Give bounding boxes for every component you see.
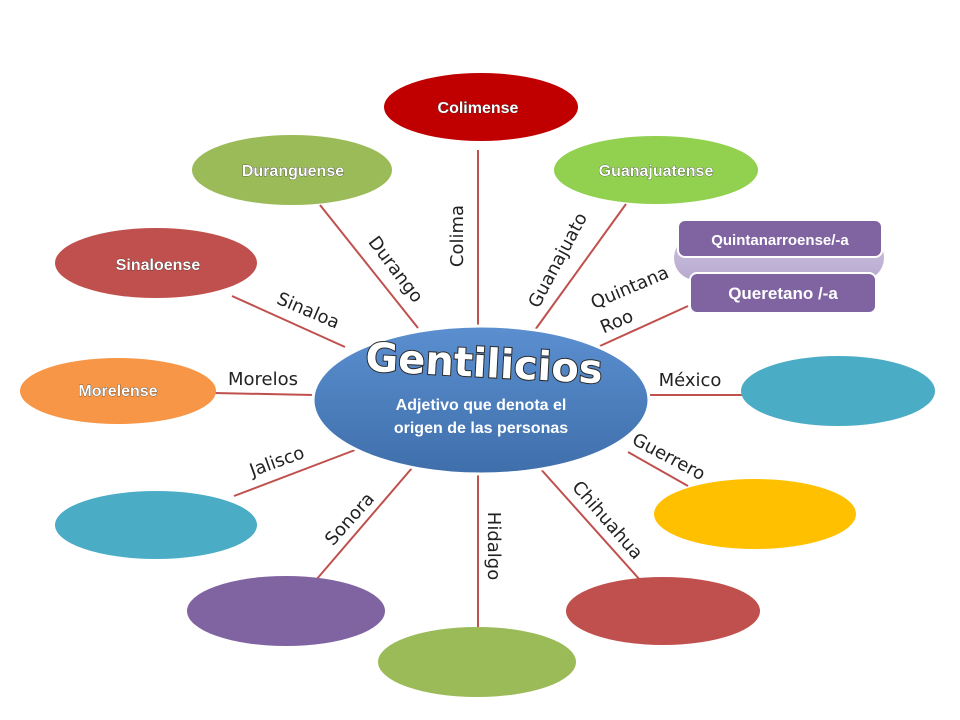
connector-chihuahua	[537, 465, 641, 581]
state-label-colima: Colima	[447, 205, 468, 267]
center-shape	[311, 324, 651, 476]
connectors	[213, 150, 742, 628]
gentilicio-morelos: Morelense	[78, 383, 157, 400]
node-quintana-roo: Quintanarroense/-a Queretano /-a	[674, 219, 884, 314]
node-durango: Duranguense	[192, 135, 392, 205]
badge-queretano	[689, 272, 877, 314]
node-chihuahua	[566, 577, 760, 645]
node-mexico-shape	[741, 356, 935, 426]
node-guerrero	[654, 479, 856, 549]
node-sonora	[187, 576, 385, 646]
node-jalisco	[55, 491, 257, 559]
node-sinaloa-shape	[55, 228, 257, 298]
gentilicio-durango: Duranguense	[242, 163, 344, 180]
node-colima: Colimense	[384, 73, 578, 141]
node-colima-shape	[384, 73, 578, 141]
state-label-hidalgo: Hidalgo	[483, 512, 504, 580]
connector-sinaloa	[231, 295, 346, 348]
node-guanajuato: Guanajuatense	[554, 136, 758, 204]
state-label-jalisco: Jalisco	[246, 442, 307, 481]
node-chihuahua-shape	[566, 577, 760, 645]
gentilicio-queretaro: Queretano /-a	[728, 284, 838, 303]
gentilicio-guanajuato: Guanajuatense	[599, 163, 714, 180]
node-morelos: Morelense	[20, 358, 216, 424]
node-jalisco-shape	[55, 491, 257, 559]
gentilicio-colima: Colimense	[438, 100, 519, 117]
node-guanajuato-shape	[554, 136, 758, 204]
badge-quintanarroense	[677, 219, 883, 258]
connector-quintana-roo	[599, 305, 689, 347]
state-label-quintana-roo-1: Quintana	[588, 262, 672, 314]
state-label-mexico: México	[659, 370, 722, 391]
node-sonora-shape	[187, 576, 385, 646]
node-hidalgo	[378, 627, 576, 697]
node-hidalgo-shape	[378, 627, 576, 697]
connector-guanajuato	[534, 203, 627, 331]
connector-guerrero	[627, 451, 689, 487]
state-label-morelos: Morelos	[228, 369, 298, 390]
center-subtitle-line2: origen de las personas	[394, 420, 568, 437]
connector-sonora	[315, 467, 413, 581]
node-guerrero-shape	[654, 479, 856, 549]
gentilicio-quintana-roo: Quintanarroense/-a	[711, 232, 849, 249]
connector-durango	[319, 204, 419, 329]
state-label-chihuahua: Chihuahua	[568, 477, 647, 564]
node-mexico	[741, 356, 935, 426]
state-label-guerrero: Guerrero	[629, 429, 709, 485]
node-sinaloa: Sinaloense	[55, 228, 257, 298]
connector-jalisco	[233, 449, 356, 497]
center-node: Gentilicios Adjetivo que denota el orige…	[311, 324, 651, 476]
node-morelos-shape	[20, 358, 216, 424]
state-label-sinaloa: Sinaloa	[274, 288, 343, 333]
gentilicio-sinaloa: Sinaloense	[116, 257, 201, 274]
state-label-guanajuato: Guanajuato	[524, 209, 592, 311]
node-durango-shape	[192, 135, 392, 205]
state-label-durango: Durango	[364, 232, 427, 307]
connector-morelos	[213, 392, 315, 396]
center-subtitle-line1: Adjetivo que denota el	[396, 397, 567, 414]
